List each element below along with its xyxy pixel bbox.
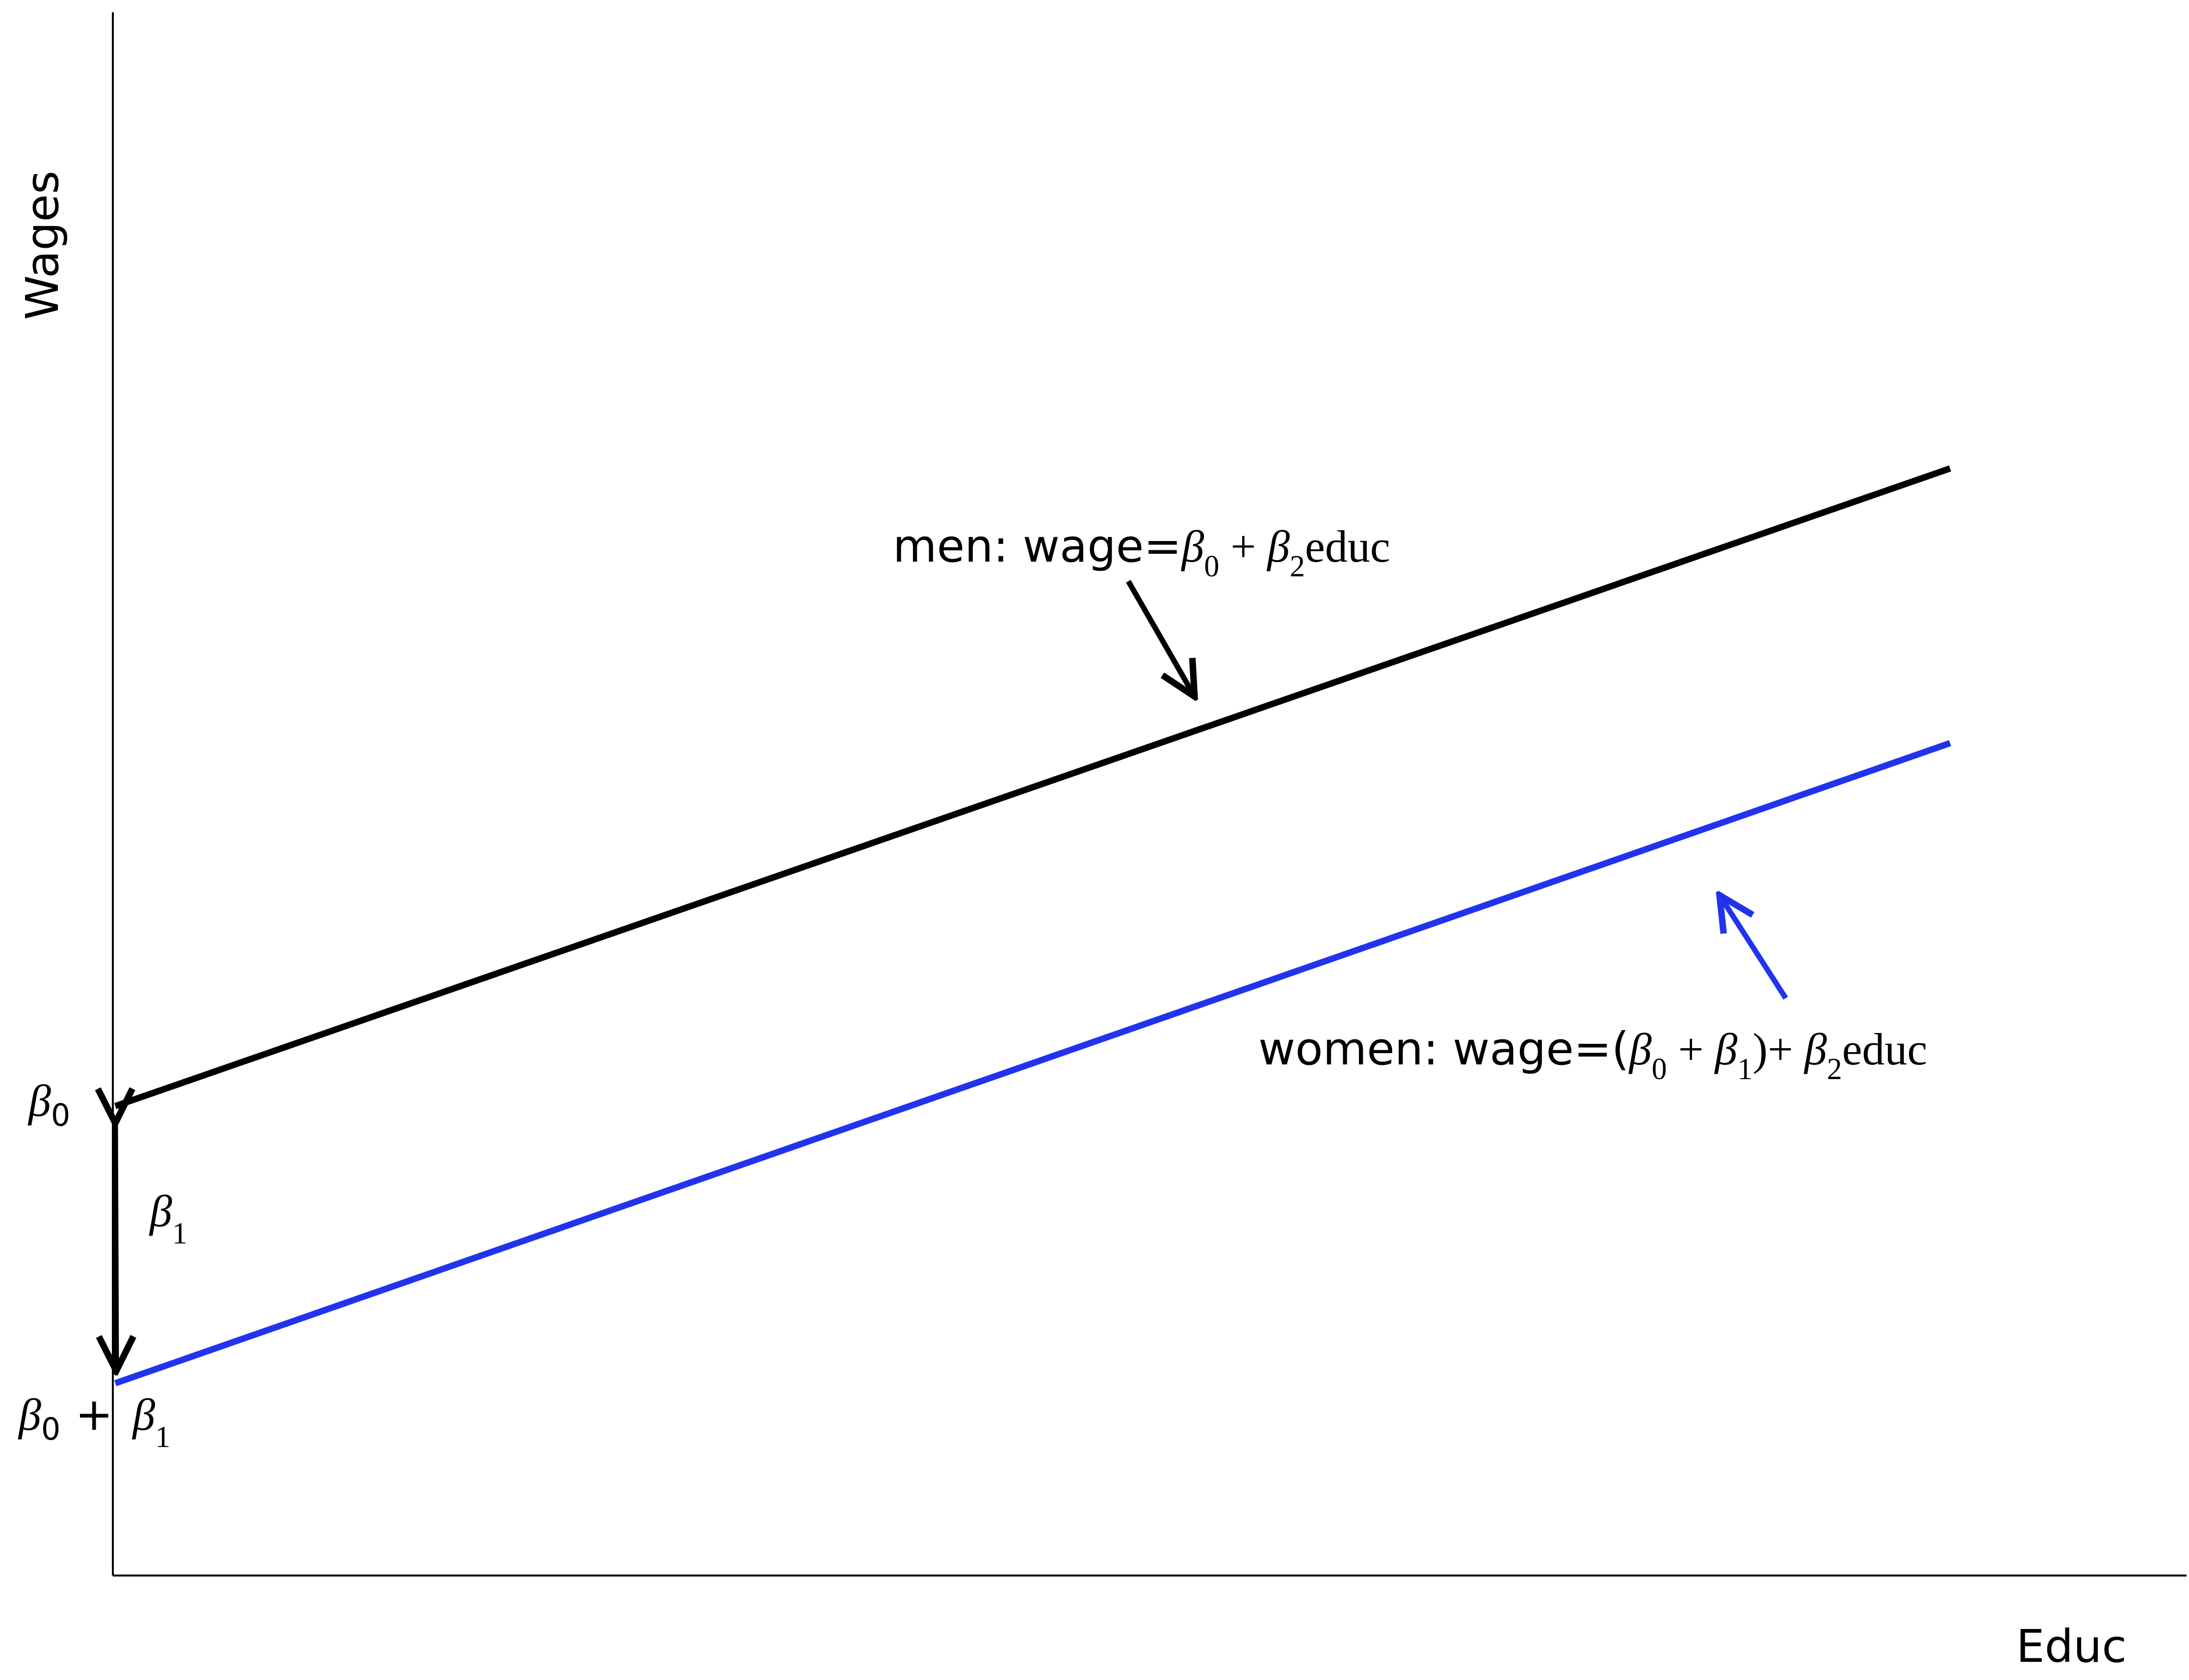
y-axis-label: Wages <box>16 171 69 320</box>
men-pointer-arrow <box>1126 580 1195 697</box>
women-equation-label: women: wage=(β0 + β1)+ β2educ <box>1258 1023 1927 1086</box>
men-equation-label: men: wage=β0 + β2educ <box>893 520 1390 583</box>
women-line <box>114 740 1952 1387</box>
x-axis-label: Educ <box>2016 1620 2127 1673</box>
gap-label: β1 <box>149 1186 187 1250</box>
women-intercept-label: β0+β1 <box>18 1388 170 1454</box>
gap-arrow <box>115 1123 116 1371</box>
men-line <box>114 465 1952 1110</box>
women-pointer-arrow <box>1720 895 1788 1000</box>
men-intercept-label: β0 <box>27 1076 70 1133</box>
